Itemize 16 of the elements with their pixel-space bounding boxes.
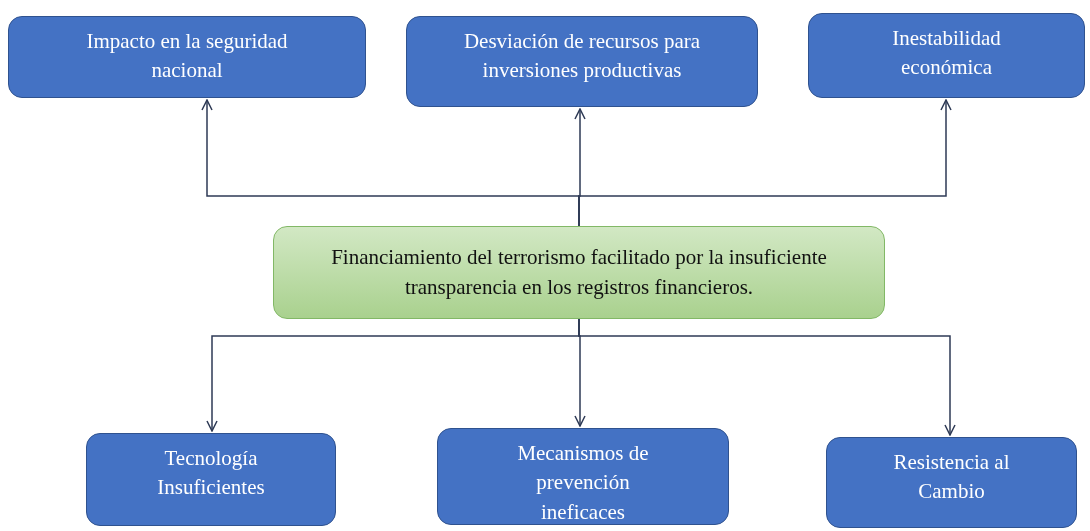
arrow — [578, 99, 952, 227]
cause-box — [86, 433, 336, 526]
cause-box — [826, 437, 1077, 528]
box-text: Resistencia al Cambio — [892, 449, 1011, 506]
box-text: Impacto en la seguridad nacional — [85, 28, 289, 85]
effect-box — [808, 13, 1085, 98]
effect-box — [8, 16, 366, 98]
cause-box — [437, 428, 729, 525]
problem-box — [273, 226, 885, 319]
box-text: Tecnología Insuficientes — [156, 445, 266, 502]
box-text: Mecanismos de prevención ineficaces — [516, 440, 650, 526]
box-text: Financiamiento del terrorismo facilitado por la insuficiente transparencia en los registros financieros. — [330, 244, 828, 301]
box-text: Desviación de recursos para inversiones productivas — [462, 28, 702, 85]
box-text: Inestabilidad económica — [891, 25, 1002, 82]
arrow — [578, 318, 956, 436]
effect-box — [406, 16, 758, 107]
